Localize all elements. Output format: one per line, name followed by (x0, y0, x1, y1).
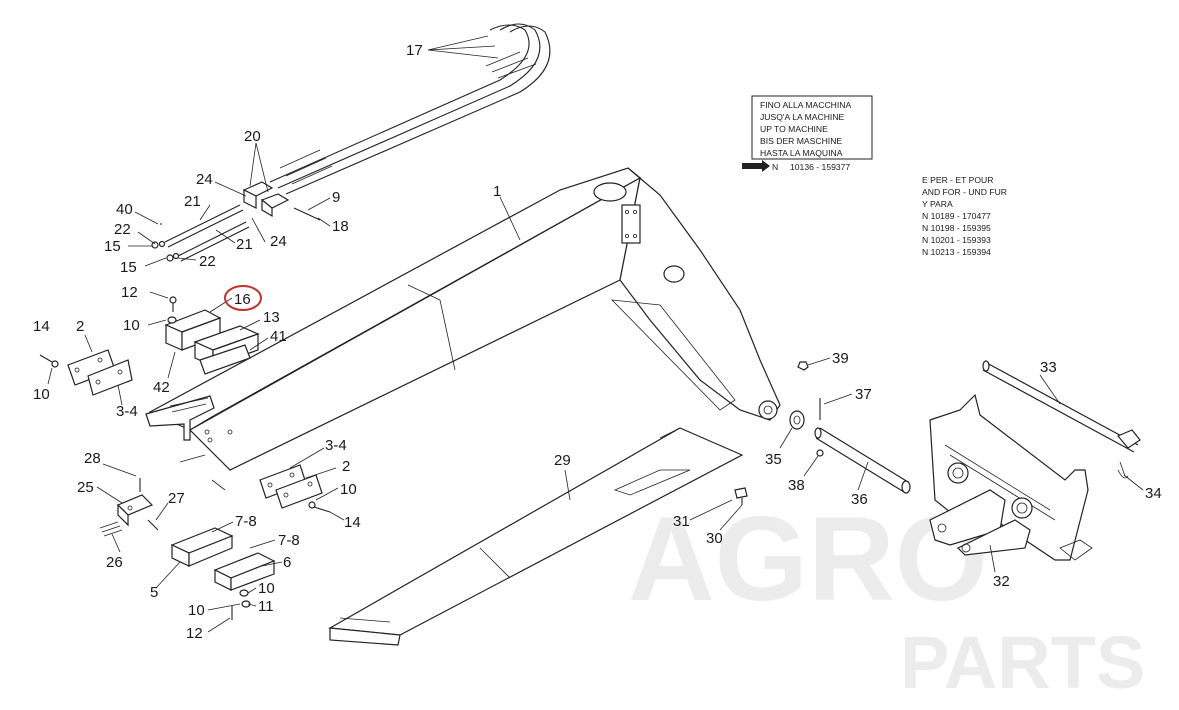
callout-15: 15 (120, 259, 137, 276)
callout-28: 28 (84, 450, 101, 467)
callout-22: 22 (199, 253, 216, 270)
boom-arm (145, 167, 781, 491)
block-20 (242, 181, 290, 218)
note-line-3: UP TO MACHINE (760, 124, 828, 134)
callout-38: 38 (788, 477, 805, 494)
bolt-30 (734, 487, 748, 505)
note-line-2: JUSQ'A LA MACHINE (760, 112, 845, 122)
lynch-pin-34 (1117, 461, 1129, 479)
callout-31: 31 (673, 513, 690, 530)
watermark: AGRO PARTS (628, 492, 1145, 704)
callout-35: 35 (765, 451, 782, 468)
callout-25: 25 (77, 479, 94, 496)
callout-24: 24 (270, 233, 287, 250)
callout-39: 39 (832, 350, 849, 367)
wear-pads-top (164, 309, 260, 375)
callout-12: 12 (186, 625, 203, 642)
pin-33 (982, 360, 1141, 453)
note-line-5: HASTA LA MAQUINA (760, 148, 843, 158)
callout-7-8: 7-8 (235, 513, 257, 530)
callout-15: 15 (104, 238, 121, 255)
callout-22: 22 (114, 221, 131, 238)
callout-21: 21 (236, 236, 253, 253)
highlight-ring (224, 285, 262, 311)
callout-10: 10 (188, 602, 205, 619)
washer-38 (816, 449, 824, 457)
callout-20: 20 (244, 128, 261, 145)
wear-pads-bottom (170, 527, 276, 591)
callout-30: 30 (706, 530, 723, 547)
bushing-35 (789, 410, 805, 430)
side-line-2: AND FOR - UND FUR (922, 187, 1007, 197)
side-line-4: N 10189 - 170477 (922, 211, 991, 221)
side-line-1: E PER - ET POUR (922, 175, 993, 185)
callout-34: 34 (1145, 485, 1162, 502)
side-line-7: N 10213 - 159394 (922, 247, 991, 257)
side-line-3: Y PARA (922, 199, 953, 209)
callout-11: 11 (258, 598, 274, 615)
nut-39 (797, 361, 809, 371)
callout-33: 33 (1040, 359, 1057, 376)
callout-1: 1 (493, 183, 501, 200)
callout-labels: 17 20 24 9 18 40 21 22 15 21 24 15 22 1 … (33, 42, 1162, 642)
callout-10: 10 (340, 481, 357, 498)
callout-14: 14 (33, 318, 50, 335)
callout-10: 10 (33, 386, 50, 403)
side-line-6: N 10201 - 159393 (922, 235, 991, 245)
callout-26: 26 (106, 554, 123, 571)
hydraulic-hoses (269, 23, 551, 195)
watermark-line1: AGRO (628, 492, 988, 626)
callout-5: 5 (150, 584, 158, 601)
watermark-line2: PARTS (900, 621, 1145, 704)
callout-36: 36 (851, 491, 868, 508)
callout-10: 10 (123, 317, 140, 334)
note-line-4: BIS DER MASCHINE (760, 136, 842, 146)
callout-6: 6 (283, 554, 291, 571)
callout-24: 24 (196, 171, 213, 188)
callout-37: 37 (855, 386, 872, 403)
callout-13: 13 (263, 309, 280, 326)
callout-42: 42 (153, 379, 170, 396)
callout-32: 32 (993, 573, 1010, 590)
serial-range: 10136 - 159377 (790, 162, 850, 172)
chain-26 (99, 521, 123, 537)
note-line-1: FINO ALLA MACCHINA (760, 100, 851, 110)
callout-18: 18 (332, 218, 349, 235)
callout-9: 9 (332, 189, 340, 206)
inner-boom (328, 427, 744, 646)
callout-7-8: 7-8 (278, 532, 300, 549)
callout-14: 14 (344, 514, 361, 531)
attachment-bracket (929, 393, 1093, 561)
callout-40: 40 (116, 201, 133, 218)
callout-3-4: 3-4 (325, 437, 347, 454)
guide-25 (116, 494, 154, 527)
arrow-icon (742, 160, 770, 172)
pin-36 (814, 427, 911, 494)
callout-21: 21 (184, 193, 201, 210)
callout-17: 17 (406, 42, 423, 59)
callout-3-4: 3-4 (116, 403, 138, 420)
callout-27: 27 (168, 490, 185, 507)
callout-10: 10 (258, 580, 275, 597)
plates-2-right (259, 464, 323, 509)
callout-2: 2 (342, 458, 350, 475)
callout-29: 29 (554, 452, 571, 469)
callout-16: 16 (234, 291, 251, 308)
plates-2-left (67, 349, 133, 396)
pins-21 (164, 204, 250, 262)
callout-2: 2 (76, 318, 84, 335)
serial-prefix: N (772, 162, 778, 172)
side-line-5: N 10198 - 159395 (922, 223, 991, 233)
callout-12: 12 (121, 284, 138, 301)
callout-41: 41 (270, 328, 287, 345)
pin-9 (293, 207, 321, 221)
note-box-upto: FINO ALLA MACCHINA JUSQ'A LA MACHINE UP … (742, 95, 873, 172)
note-side: E PER - ET POUR AND FOR - UND FUR Y PARA… (922, 175, 1007, 257)
leader-lines (47, 35, 1144, 633)
